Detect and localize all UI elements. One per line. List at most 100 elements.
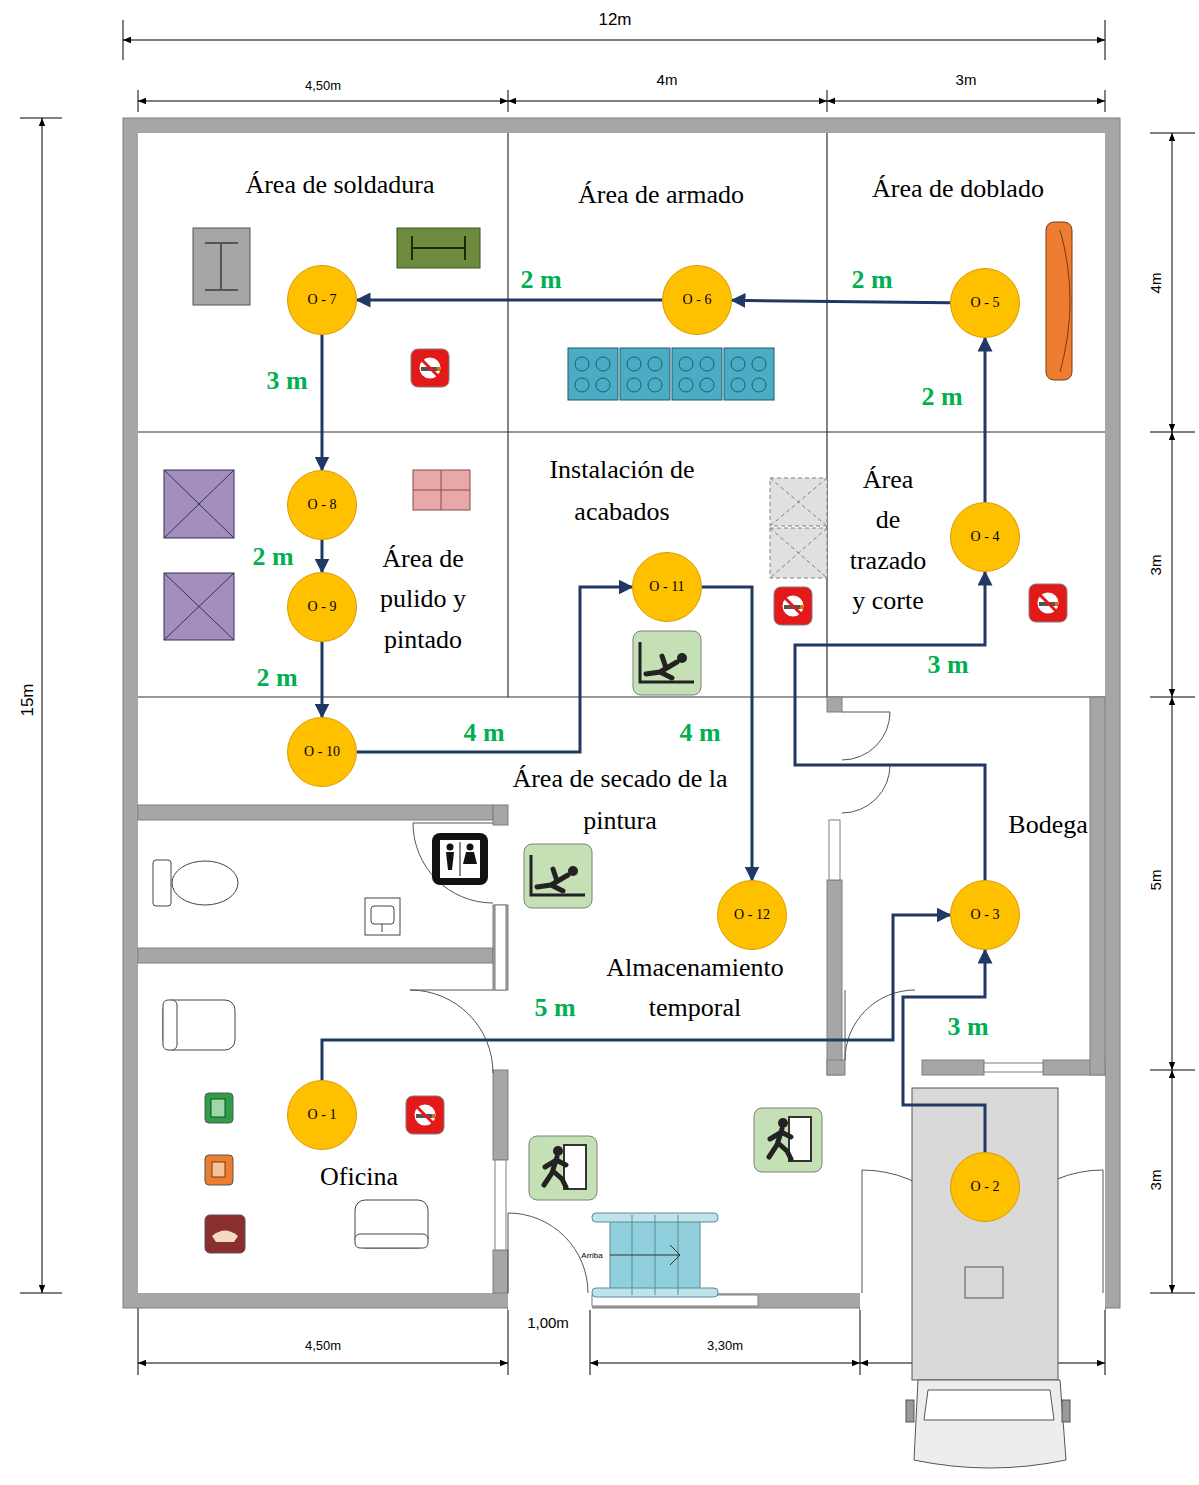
emergency-exit-sign bbox=[529, 1108, 822, 1200]
operation-circle: O - 4 bbox=[950, 502, 1020, 572]
room-name: Área de secado de la pintura bbox=[503, 758, 738, 841]
dimension-line bbox=[1172, 133, 1173, 432]
operation-number: O - 2 bbox=[971, 1179, 1000, 1195]
interior-wall bbox=[1090, 697, 1105, 1075]
office-icon bbox=[205, 1093, 245, 1253]
paint-booth bbox=[164, 470, 234, 538]
office-chair bbox=[163, 1000, 177, 1050]
distance-label: 4 m bbox=[677, 719, 722, 748]
dimension-line bbox=[508, 90, 509, 112]
door-swing bbox=[410, 990, 493, 1073]
flow-arrow bbox=[795, 572, 985, 880]
no-smoking-sign bbox=[406, 349, 1067, 1134]
paint-booth bbox=[164, 573, 234, 640]
operation-number: O - 1 bbox=[308, 1107, 337, 1123]
operation-circle: O - 10 bbox=[287, 717, 357, 787]
window bbox=[495, 1160, 506, 1250]
restroom-sign bbox=[440, 840, 480, 878]
dimension-label: 5m bbox=[1147, 870, 1164, 891]
room-name: Almacenamiento temporal bbox=[570, 948, 820, 1029]
window bbox=[984, 1063, 1043, 1072]
truck bbox=[906, 1088, 1070, 1468]
assembly-bench-detail bbox=[700, 378, 714, 392]
dimension-label: 3,30m bbox=[707, 1339, 743, 1354]
dimension-line bbox=[1105, 1300, 1106, 1375]
office-chair bbox=[163, 1000, 428, 1248]
dimension-line bbox=[138, 101, 508, 102]
sink bbox=[382, 924, 383, 932]
polishing-table bbox=[413, 470, 470, 510]
assembly-bench-detail bbox=[648, 357, 662, 371]
assembly-bench bbox=[568, 348, 618, 400]
operation-number: O - 10 bbox=[304, 744, 340, 760]
dimension-line bbox=[1105, 20, 1106, 60]
distance-label: 2 m bbox=[919, 383, 964, 412]
interior-wall bbox=[138, 948, 493, 963]
door-swing bbox=[410, 712, 1103, 1293]
no-smoking-sign bbox=[411, 349, 449, 387]
toilet bbox=[153, 860, 171, 906]
paint-booth bbox=[164, 573, 234, 640]
interior-wall bbox=[138, 697, 1105, 1293]
distance-label: 2 m bbox=[250, 543, 295, 572]
restroom-sign bbox=[432, 833, 488, 885]
operation-circle: O - 7 bbox=[287, 265, 357, 335]
dimension-line bbox=[1150, 432, 1195, 433]
restroom-sign bbox=[467, 844, 474, 851]
restroom-sign bbox=[446, 852, 454, 870]
no-smoking-sign bbox=[1029, 584, 1067, 622]
truck bbox=[914, 1380, 1066, 1468]
interior-wall bbox=[493, 1070, 508, 1160]
dimension-line bbox=[1150, 697, 1195, 698]
dimension-line bbox=[20, 118, 62, 119]
restroom-sign bbox=[447, 844, 454, 851]
assembly-bench bbox=[724, 348, 774, 400]
dimension-label: 4m bbox=[1147, 273, 1164, 294]
dimension-line bbox=[138, 1300, 139, 1375]
dimension-line bbox=[590, 1300, 591, 1375]
operation-circle: O - 3 bbox=[950, 880, 1020, 950]
assembly-bench-detail bbox=[731, 378, 745, 392]
door-swing bbox=[842, 712, 890, 760]
restroom-sign bbox=[463, 852, 477, 864]
emergency-exit-sign bbox=[529, 1136, 597, 1200]
stairs bbox=[610, 1215, 700, 1295]
room-name: Bodega bbox=[1008, 810, 1087, 840]
assembly-bench-detail bbox=[731, 357, 745, 371]
assembly-bench-detail bbox=[596, 357, 610, 371]
polishing-table bbox=[413, 470, 470, 510]
assembly-bench bbox=[568, 348, 774, 400]
dimension-line bbox=[1150, 133, 1195, 134]
dimension-label: 3m bbox=[956, 71, 977, 88]
dimension-line bbox=[138, 90, 139, 112]
room-name: Área de armado bbox=[578, 180, 744, 210]
window bbox=[495, 905, 506, 990]
dimension-label: 4m bbox=[657, 71, 678, 88]
room-name: Área de trazado y corte bbox=[848, 460, 928, 621]
truck bbox=[906, 1400, 914, 1422]
flow-arrow bbox=[984, 338, 987, 502]
operation-circle: O - 12 bbox=[717, 880, 787, 950]
bending-machine bbox=[1046, 222, 1072, 380]
assembly-bench-detail bbox=[648, 378, 662, 392]
office-chair bbox=[355, 1234, 428, 1248]
flow-arrow bbox=[321, 335, 324, 470]
distance-label: 2 m bbox=[849, 266, 894, 295]
flow-arrow bbox=[321, 642, 324, 717]
operation-number: O - 3 bbox=[971, 907, 1000, 923]
flow-arrow bbox=[321, 540, 324, 572]
assembly-bench-detail bbox=[679, 378, 693, 392]
emergency-exit-sign bbox=[754, 1108, 822, 1172]
room-divider bbox=[138, 696, 1105, 697]
operation-number: O - 7 bbox=[308, 292, 337, 308]
dimension-line bbox=[1150, 1293, 1195, 1294]
operation-number: O - 6 bbox=[683, 292, 712, 308]
finishing-rack bbox=[770, 528, 827, 578]
assembly-bench-detail bbox=[752, 357, 766, 371]
no-smoking-sign bbox=[406, 1096, 444, 1134]
wall bbox=[508, 1290, 592, 1310]
window bbox=[495, 820, 1043, 1250]
room-name: Instalación de acabados bbox=[517, 449, 727, 532]
stairs bbox=[592, 1213, 718, 1297]
